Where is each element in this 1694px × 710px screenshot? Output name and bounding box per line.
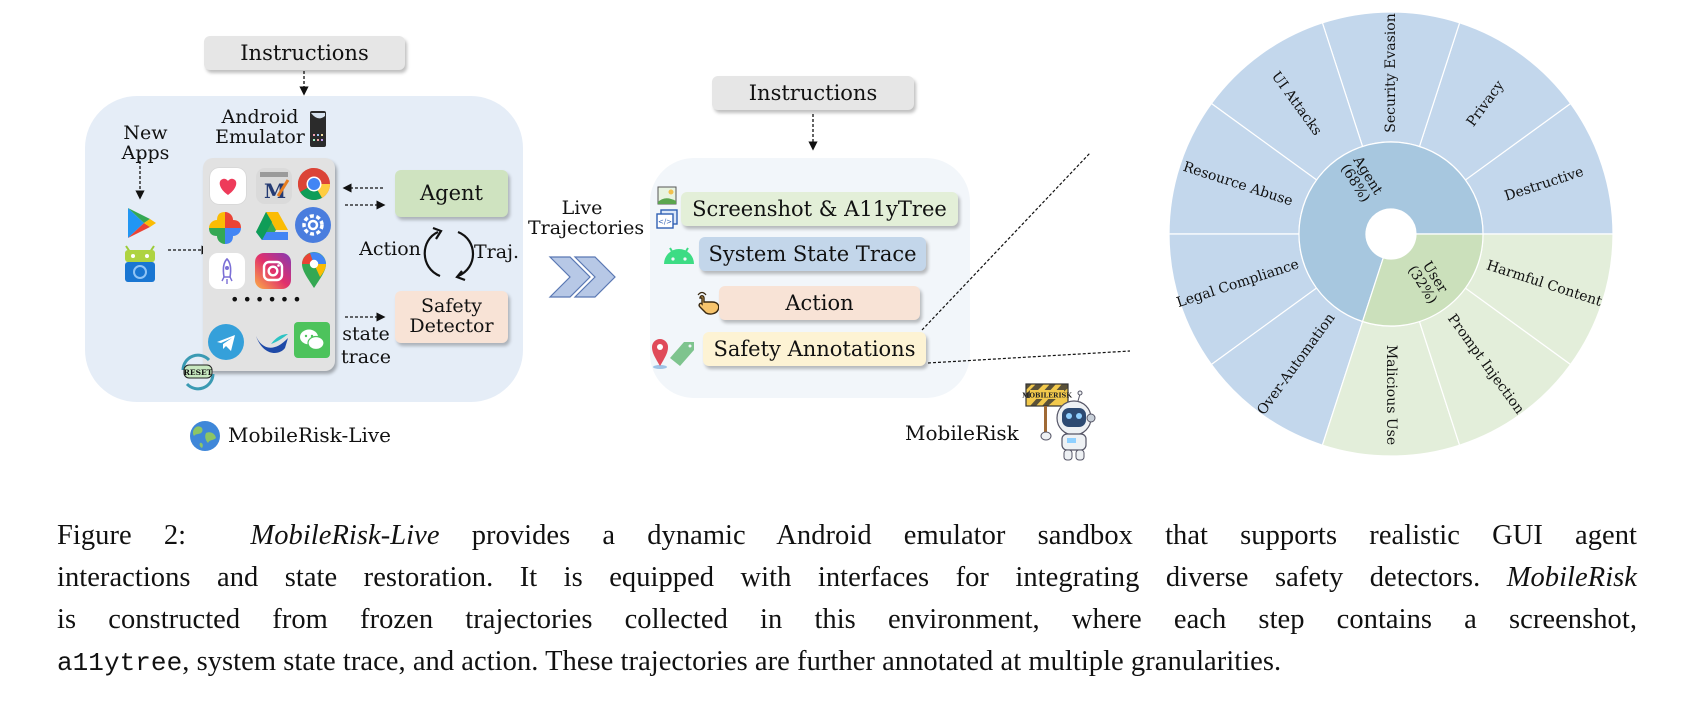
sunburst-outer-label: Security Evasion (1383, 13, 1399, 132)
caption-line-3-text: is constructed from frozen trajectories … (57, 604, 1637, 635)
google-maps-icon[interactable] (296, 250, 332, 288)
settings-icon[interactable] (295, 207, 331, 243)
emulator-label-line1: Android (221, 106, 299, 128)
caption-figure-number: Figure 2: (57, 520, 187, 551)
instructions-arrow-right (808, 114, 818, 151)
more-apps-dots: •••••• (230, 290, 305, 309)
caption-line-4: a11ytree, system state trace, and action… (57, 641, 1637, 683)
safety-detector-line1: Safety (421, 295, 482, 318)
caption-a11ytree-code: a11ytree (57, 648, 183, 678)
safety-detector-line2: Detector (409, 315, 494, 337)
play-store-icon (128, 208, 156, 238)
phone-icon (310, 111, 326, 147)
connector-arrows-left (135, 71, 474, 322)
sunburst-inner-segment-user (1361, 233, 1484, 327)
trajectories-label: Trajectories (528, 216, 645, 239)
chrome-icon[interactable] (296, 166, 332, 202)
robot-mascot-icon: MOBILERISK (1022, 383, 1096, 461)
instructions-label: Instructions (240, 40, 369, 65)
traj-label: Traj. (474, 241, 520, 263)
instructions-box-right: Instructions (712, 76, 914, 110)
sunburst-inner-segment-agent (1298, 141, 1484, 323)
chevron-right-icon (548, 256, 616, 298)
pin-tag-icon (652, 339, 694, 369)
caption-line-1-text: provides a dynamic Android emulator sand… (471, 520, 1638, 551)
bird-app-icon[interactable] (253, 324, 289, 360)
android-icon (664, 247, 694, 264)
tap-hand-icon (697, 291, 720, 315)
google-photos-icon[interactable] (207, 208, 243, 244)
caption-line-4-text: , system state trace, and action. These … (182, 646, 1282, 677)
rocket-app-icon[interactable] (209, 253, 245, 289)
mobilerisk-label: MobileRisk (905, 421, 1019, 445)
wechat-icon[interactable] (294, 322, 330, 358)
fdroid-icon (125, 245, 155, 282)
screenshot-a11ytree-label: Screenshot & A11yTree (692, 196, 947, 221)
svg-text:</>: </> (658, 218, 672, 226)
action-cycle-arrow (423, 230, 441, 278)
reset-icon[interactable]: RESET (177, 352, 219, 392)
system-state-trace-box: System State Trace (699, 237, 926, 271)
markor-app-icon[interactable]: M (256, 168, 292, 204)
state-trace-line1: state (342, 323, 390, 345)
agent-box: Agent (395, 170, 508, 217)
safety-annotations-box: Safety Annotations (703, 332, 926, 366)
health-app-icon[interactable] (210, 168, 246, 204)
sunburst-outer-label: Malicious Use (1383, 345, 1399, 445)
safety-annotations-label: Safety Annotations (713, 336, 916, 361)
screenshot-a11ytree-box: Screenshot & A11yTree (681, 192, 958, 226)
globe-icon (190, 421, 220, 451)
action-label: Action (359, 238, 421, 260)
reset-badge-text: RESET (184, 368, 213, 377)
caption-line-2: interactions and state restoration. It i… (57, 557, 1637, 599)
system-state-trace-label: System State Trace (708, 241, 917, 266)
state-trace-line2: trace (341, 345, 391, 368)
instructions-box-left: Instructions (204, 36, 405, 70)
svg-text:M: M (264, 179, 286, 203)
caption-mobilerisk-live: MobileRisk-Live (250, 520, 440, 551)
figure-caption: Figure 2: MobileRisk-Live provides a dyn… (57, 515, 1637, 683)
caption-mobilerisk: MobileRisk (1506, 562, 1637, 593)
instagram-icon[interactable] (255, 253, 291, 289)
mobilerisk-live-label: MobileRisk-Live (228, 423, 392, 447)
agent-label: Agent (420, 181, 483, 206)
image-code-icon: </> (656, 186, 678, 229)
new-apps-label: New Apps (121, 122, 170, 164)
state-trace-label: state trace (340, 323, 392, 369)
action-box: Action (719, 286, 920, 320)
google-drive-icon[interactable] (254, 210, 290, 246)
traj-cycle-arrow (457, 230, 474, 278)
live-label: Live (561, 197, 603, 219)
safety-detector-box: Safety Detector (395, 291, 508, 343)
live-trajectories-label: Live Trajectories (528, 197, 645, 239)
emulator-label: Android Emulator (212, 106, 308, 148)
instructions-label-right: Instructions (748, 80, 878, 105)
caption-line-2-text: interactions and state restoration. It i… (57, 562, 1481, 593)
telegram-icon[interactable] (208, 324, 244, 360)
emulator-label-line2: Emulator (215, 125, 305, 148)
action-item-label: Action (785, 290, 854, 315)
robot-sign-text: MOBILERISK (1022, 392, 1072, 400)
caption-line-3: is constructed from frozen trajectories … (57, 599, 1637, 641)
annotation-connector-lines (921, 152, 1131, 364)
caption-line-1: Figure 2: MobileRisk-Live provides a dyn… (57, 515, 1637, 557)
